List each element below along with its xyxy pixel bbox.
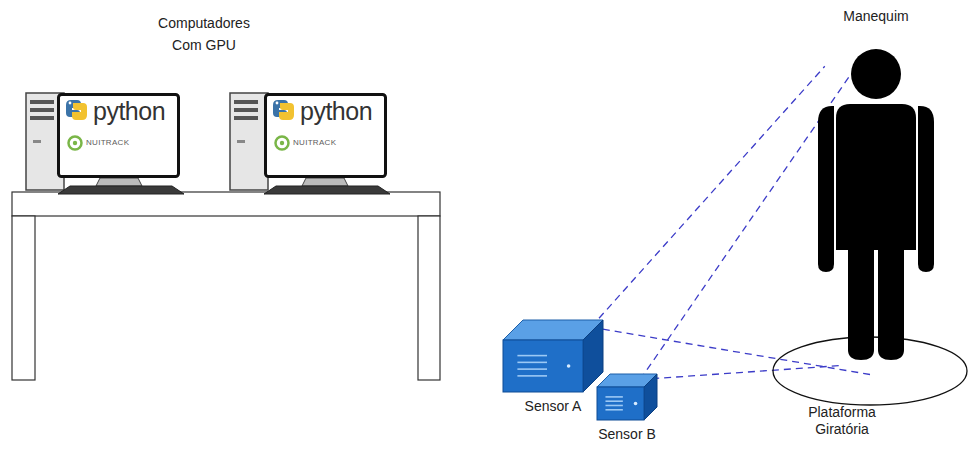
- computer-right: [230, 93, 390, 194]
- monitor-node: pythonNUITRACK: [57, 93, 180, 178]
- python-logo-yellow: [279, 103, 294, 120]
- platform-ellipse: [773, 337, 967, 405]
- sensor-vent: [605, 405, 622, 407]
- mannequin-node: Manequim: [815, 18, 937, 363]
- sensor-side: [644, 374, 657, 420]
- software-logo-text: python: [93, 97, 165, 126]
- sensor-label: Sensor B: [596, 426, 658, 442]
- nuitrack-logo: [69, 137, 82, 150]
- software-logo-text: NUITRACK: [86, 138, 129, 147]
- software-logo-text: NUITRACK: [293, 138, 336, 147]
- sensor-vent: [517, 368, 547, 370]
- mannequin-arm: [918, 106, 934, 272]
- mannequin-head: [851, 49, 901, 99]
- nuitrack-logo-dot: [280, 141, 284, 145]
- table: [12, 192, 440, 380]
- sensor-vent: [605, 400, 622, 402]
- sensor-led: [634, 402, 638, 406]
- monitor-bezel: [59, 95, 179, 177]
- sensor-node: Sensor B: [597, 374, 657, 420]
- sensor-vent: [517, 375, 547, 377]
- sensor-view-line: [591, 327, 870, 374]
- python-logo-eye: [276, 102, 279, 105]
- mannequin-torso: [836, 104, 916, 250]
- heading-label: Computadores Com GPU: [148, 12, 260, 56]
- python-logo-eye: [69, 102, 72, 105]
- python-logo-yellow: [72, 103, 87, 120]
- monitor-bezel: [266, 95, 386, 177]
- mannequin-leg: [848, 244, 874, 360]
- mannequin-arm: [818, 106, 834, 272]
- sensor-front: [597, 387, 644, 420]
- software-logo-text: python: [300, 97, 372, 126]
- sensor-vent: [605, 396, 622, 398]
- mannequin-label: Manequim: [815, 8, 937, 24]
- monitor-node: pythonNUITRACK: [264, 93, 387, 178]
- sensor-label: Sensor A: [523, 398, 584, 414]
- sensor-vent: [517, 355, 547, 357]
- platform-label: Plataforma Giratória: [782, 404, 902, 438]
- sensor-vent: [605, 409, 622, 411]
- mannequin-leg: [878, 244, 904, 360]
- sensor-side: [583, 320, 603, 392]
- node-shape: [503, 320, 603, 392]
- sensor-led: [567, 364, 571, 368]
- node-shape: [815, 18, 937, 363]
- node-shape: [597, 374, 657, 420]
- sensor-vent: [517, 362, 547, 364]
- computer-left: [26, 93, 184, 194]
- sensor-view-line: [591, 66, 825, 327]
- nuitrack-logo-dot: [73, 141, 77, 145]
- sensor-view-line: [640, 77, 849, 380]
- nuitrack-logo: [276, 137, 289, 150]
- sensor-front: [503, 340, 583, 392]
- sensor-node: Sensor A: [503, 320, 603, 392]
- sensor-view-line: [640, 365, 842, 379]
